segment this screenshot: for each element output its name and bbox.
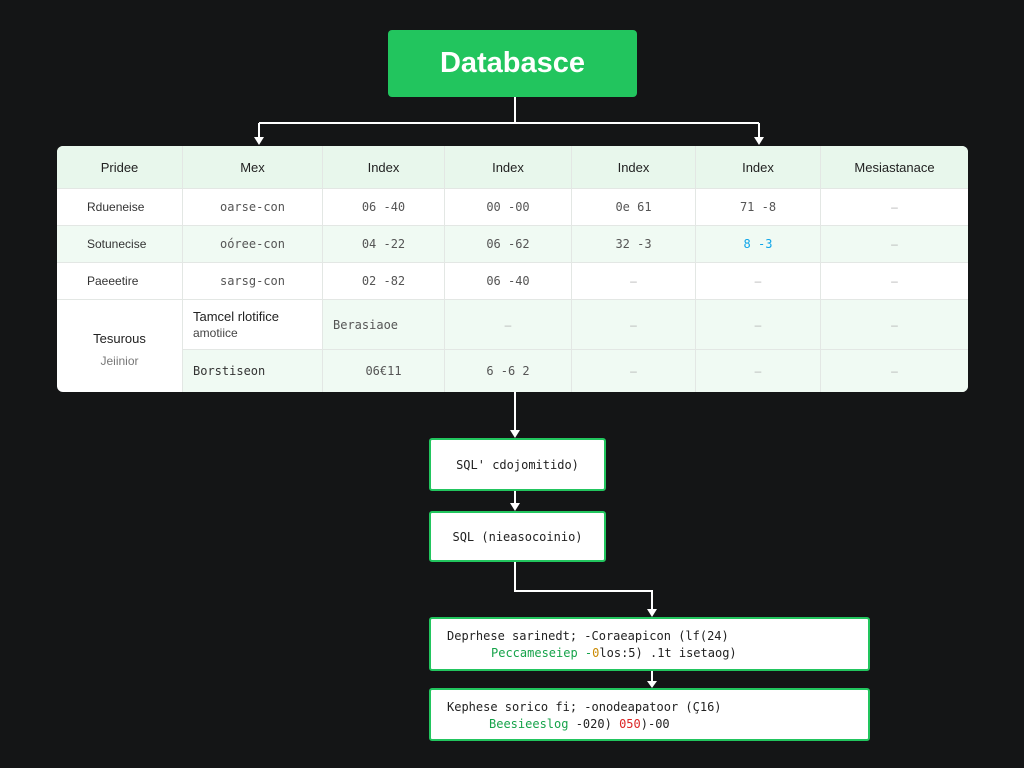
table-cell: oóree-con — [183, 226, 323, 263]
group-label-secondary: Jeiinior — [100, 353, 139, 368]
table-cell: – — [696, 263, 821, 300]
database-title: Databasce — [439, 47, 586, 79]
header-cell: Index — [696, 146, 821, 189]
code-line: Deprhese sarinedt; -Coraeapicon (lf(24) — [447, 629, 729, 643]
header-cell: Index — [323, 146, 445, 189]
table-cell: 6 -6 2 — [445, 350, 572, 392]
table-cell: – — [572, 350, 696, 392]
table-cell: – — [821, 300, 968, 350]
table-cell: 00 -00 — [445, 189, 572, 226]
table-cell: sarsg-con — [183, 263, 323, 300]
code-block-2[interactable]: Kephese sorico fi; -onodeapatoor (Ç16) B… — [429, 688, 870, 741]
table-cell: 06 -40 — [323, 189, 445, 226]
group-sub-title-cell: Tamcel rlotifice amotiice — [183, 300, 323, 350]
sql-step-2-box[interactable]: SQL (nieasocoinio) — [429, 511, 606, 562]
group-label-primary: Tesurous — [93, 330, 146, 346]
table-cell: – — [821, 263, 968, 300]
table-cell: – — [572, 263, 696, 300]
highlighted-cell: 8 -3 — [696, 226, 821, 263]
table-cell: – — [821, 226, 968, 263]
header-cell: Index — [572, 146, 696, 189]
database-title-box[interactable]: Databasce — [388, 30, 637, 97]
code-token: )-00 — [640, 717, 670, 731]
table-cell: – — [696, 300, 821, 350]
code-token: Beesieeslog — [489, 717, 569, 731]
group-label: Tesurous Jeiinior — [57, 300, 183, 392]
table-cell: 71 -8 — [696, 189, 821, 226]
sql-step-2-label: SQL (nieasocoinio) — [452, 529, 583, 544]
row-label: Rdueneise — [57, 189, 183, 226]
sql-step-1-box[interactable]: SQL' cdojomitido) — [429, 438, 606, 491]
header-cell: Mex — [183, 146, 323, 189]
table-cell: – — [572, 300, 696, 350]
table-cell: 06 -40 — [445, 263, 572, 300]
table-cell: 0e 61 — [572, 189, 696, 226]
code-token: 050 — [619, 717, 641, 731]
table-cell: Berasiaoe — [323, 300, 445, 350]
table-cell: – — [821, 189, 968, 226]
header-cell: Index — [445, 146, 572, 189]
row-label: Paeeetire — [57, 263, 183, 300]
code-token: -020) — [568, 717, 620, 731]
table-cell: 06 -62 — [445, 226, 572, 263]
header-cell: Pridee — [57, 146, 183, 189]
sql-step-1-label: SQL' cdojomitido) — [456, 457, 579, 472]
code-block-1[interactable]: Deprhese sarinedt; -Coraeapicon (lf(24) … — [429, 617, 870, 671]
table-cell: Borstiseon — [183, 350, 323, 392]
table-cell: – — [696, 350, 821, 392]
code-line: Kephese sorico fi; -onodeapatoor (Ç16) — [447, 700, 722, 714]
header-cell: Mesiastanace — [821, 146, 968, 189]
index-table: Pridee Mex Index Index Index Index Mesia… — [57, 146, 968, 392]
table-cell: 04 -22 — [323, 226, 445, 263]
group-sub-subtitle: amotiice — [193, 326, 238, 340]
group-sub-title: Tamcel rlotifice — [193, 309, 279, 324]
table-cell: 06€11 — [323, 350, 445, 392]
table-cell: – — [445, 300, 572, 350]
table-cell: oarse-con — [183, 189, 323, 226]
table-cell: 02 -82 — [323, 263, 445, 300]
row-label: Sotunecise — [57, 226, 183, 263]
code-token: Peccameseiep - — [491, 646, 593, 660]
table-cell: – — [821, 350, 968, 392]
code-token: los:5) .1t isetaog) — [599, 646, 737, 660]
code-line: Beesieeslog -020) 050)-00 — [447, 716, 868, 733]
table-cell: 32 -3 — [572, 226, 696, 263]
code-token: 0 — [592, 646, 600, 660]
code-line: Peccameseiep -0los:5) .1t isetaog) — [447, 645, 868, 662]
